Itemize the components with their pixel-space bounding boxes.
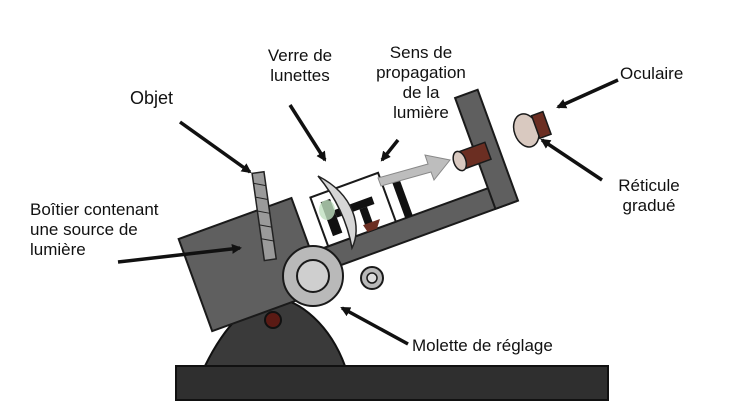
base-plate (175, 365, 609, 401)
label-oculaire: Oculaire (620, 64, 684, 83)
pointer-molette (340, 306, 409, 346)
instrument-body (177, 88, 520, 333)
label-objet: Objet (130, 88, 174, 108)
label-boitier-line1: Boîtier contenant (30, 200, 159, 219)
label-sens-line1: Sens de (389, 43, 453, 62)
label-sens-de-propagation: Sens de propagation de la lumière (366, 43, 476, 123)
label-molette: Molette de réglage (412, 336, 553, 355)
pointer-boitier (117, 243, 242, 264)
pointer-oculaire (556, 78, 619, 109)
pointer-verre (288, 104, 327, 162)
eyepiece-assembly (452, 110, 553, 172)
label-reticule-gradue: Réticule gradué (604, 176, 694, 216)
pointer-reticule (540, 138, 603, 182)
label-sens-line4: lumière (393, 103, 449, 122)
mount-screw (264, 311, 282, 329)
light-box (177, 196, 327, 333)
pointer-sens (380, 138, 400, 162)
label-verre-de-lunettes: Verre de lunettes (252, 46, 348, 86)
propagation-arrow (377, 154, 451, 187)
label-reticule-line1: Réticule (618, 176, 680, 195)
object-rod (251, 170, 278, 262)
label-boitier-line3: lumière (30, 240, 86, 259)
label-sens-line3: de la (402, 83, 440, 102)
label-sens-line2: propagation (376, 63, 466, 82)
spectacle-lens (317, 175, 357, 251)
label-verre-line2: lunettes (270, 66, 330, 85)
label-boitier-line2: une source de (30, 220, 138, 239)
pointer-objet (178, 120, 252, 174)
label-reticule-line2: gradué (622, 196, 676, 215)
label-boitier: Boîtier contenant une source de lumière (30, 200, 159, 260)
label-verre-line1: Verre de (267, 46, 333, 65)
